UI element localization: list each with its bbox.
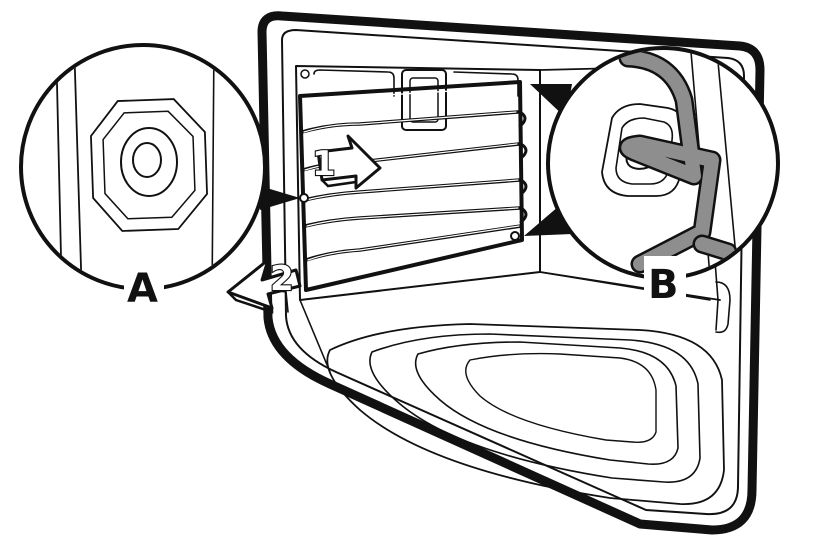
boss-hole bbox=[132, 142, 162, 178]
floor-recess-inner bbox=[414, 341, 679, 465]
boss-octagon-inner bbox=[102, 110, 196, 220]
back-wall-panel-left bbox=[313, 69, 395, 97]
fan-vent-inner bbox=[409, 77, 439, 123]
callout-a-label: A bbox=[127, 266, 158, 312]
boss-ring bbox=[120, 127, 178, 197]
oven-frame-inner bbox=[281, 29, 745, 516]
rack-rod-fill bbox=[621, 51, 719, 271]
side-rack-pin-right bbox=[510, 231, 520, 241]
step-2-number: 2 bbox=[270, 259, 294, 299]
step-2-arrow: 2 bbox=[226, 258, 302, 314]
callout-b-label: B bbox=[648, 262, 679, 308]
screw-top-left bbox=[300, 69, 310, 79]
step-1-arrow: 1 bbox=[311, 134, 382, 190]
back-wall-panel-right bbox=[453, 71, 519, 97]
rail-hooks-right bbox=[518, 110, 528, 224]
fan-vent bbox=[401, 69, 447, 131]
floor-recess-mid bbox=[369, 333, 701, 483]
arrow-left-down-icon bbox=[226, 258, 302, 310]
callout-a: A bbox=[19, 43, 300, 312]
side-rack-pin-left bbox=[299, 193, 309, 203]
floor-recess-center bbox=[465, 352, 657, 443]
step-1-number: 1 bbox=[312, 144, 336, 184]
callout-a-pointer bbox=[260, 186, 300, 210]
callout-b: B bbox=[524, 46, 780, 308]
callout-a-circle bbox=[19, 43, 267, 291]
floor-recess-outer bbox=[326, 323, 725, 505]
right-support-stub bbox=[715, 281, 731, 334]
arrow-right-icon bbox=[316, 134, 382, 190]
boss-octagon-outer bbox=[90, 98, 208, 232]
